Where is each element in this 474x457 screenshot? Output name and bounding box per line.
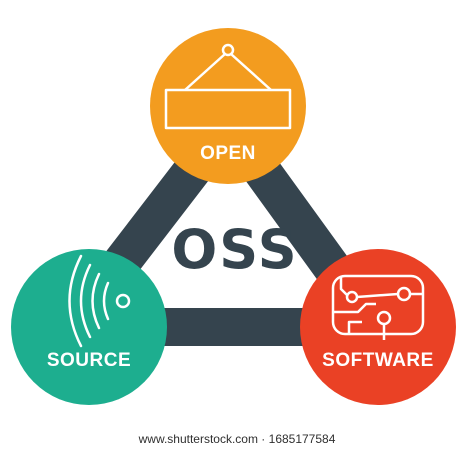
- hanging-sign-icon: [164, 43, 292, 130]
- watermark-caption: www.shutterstock.com · 1685177584: [138, 432, 336, 446]
- node-software-label: SOFTWARE: [322, 350, 434, 371]
- node-open-circle: [150, 28, 306, 184]
- wireless-signal-icon: [68, 254, 131, 348]
- node-source-circle: [11, 249, 167, 405]
- node-source-label: SOURCE: [46, 350, 132, 371]
- center-title: OSS: [171, 218, 299, 281]
- circuit-board-icon: [331, 274, 425, 340]
- triangle-connector: [53, 105, 394, 346]
- node-open-label: OPEN: [200, 143, 256, 164]
- node-software-circle: [300, 249, 456, 405]
